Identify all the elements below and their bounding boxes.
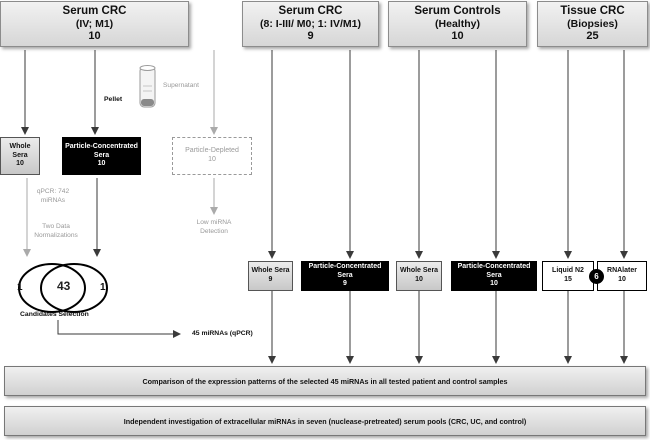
arrow-to-45-mirnas (57, 320, 181, 338)
qpcr-note: qPCR: 742 miRNAs (36, 188, 70, 204)
header-tissue-crc: Tissue CRC (Biopsies) 25 (537, 1, 648, 47)
box-count: 9 (268, 276, 273, 283)
header-title: Serum Controls (414, 4, 501, 17)
box-label: Particle-Concentrated Sera (308, 262, 382, 279)
header-subtitle: (IV; M1) (75, 18, 114, 31)
normalization-note: Two Data Normalizations (34, 223, 78, 239)
supernatant-label: Supernatant (163, 82, 199, 89)
box-count: 10 (97, 160, 106, 168)
box-count: 10 (208, 156, 216, 163)
box-label: RNAlater (607, 267, 637, 275)
box-label: Whole Sera (251, 267, 290, 275)
box-label: Particle-Concentrated Sera (457, 262, 531, 279)
rnalater-box: RNAlater 10 (597, 261, 647, 291)
comparison-bar: Comparison of the expression patterns of… (4, 366, 646, 396)
box-count: 9 (343, 280, 347, 288)
header-serum-crc-stage-iv: Serum CRC (IV; M1) 10 (0, 1, 189, 47)
particle-concentrated-sera-box: Particle-Concentrated Sera 10 (62, 137, 141, 175)
box-label: Whole Sera (399, 267, 439, 275)
candidates-selection-label: Candidates Selection (20, 311, 89, 318)
liquid-n2-box: Liquid N2 15 (542, 261, 594, 291)
box-label: Particle-Depleted (185, 147, 239, 155)
box-count: 15 (564, 276, 572, 283)
whole-sera-box: Whole Sera 10 (0, 137, 40, 175)
particle-concentrated-sera-box: Particle-Concentrated Sera 9 (301, 261, 389, 291)
header-title: Tissue CRC (560, 4, 625, 17)
result-45-mirnas-label: 45 miRNAs (qPCR) (192, 330, 253, 337)
box-count: 10 (16, 160, 24, 168)
header-subtitle: (Healthy) (435, 18, 480, 31)
header-count: 10 (88, 30, 101, 43)
box-count: 10 (490, 280, 498, 288)
header-count: 25 (586, 30, 599, 43)
whole-sera-box: Whole Sera 10 (396, 261, 442, 291)
particle-concentrated-sera-box: Particle-Concentrated Sera 10 (451, 261, 537, 291)
header-subtitle: (Biopsies) (567, 18, 618, 31)
box-count: 10 (415, 276, 423, 283)
box-label: Whole Sera (9, 142, 31, 159)
header-serum-crc-mixed: Serum CRC (8: I-III/ M0; 1: IV/M1) 9 (242, 1, 379, 47)
header-count: 9 (307, 30, 314, 43)
box-label: Particle-Concentrated Sera (65, 142, 138, 159)
header-serum-controls: Serum Controls (Healthy) 10 (388, 1, 527, 47)
header-title: Serum CRC (278, 4, 343, 17)
pellet-label: Pellet (104, 96, 123, 103)
investigation-bar: Independent investigation of extracellul… (4, 406, 646, 436)
box-count: 10 (618, 276, 626, 283)
venn-right-count: 1 (100, 282, 106, 293)
header-title: Serum CRC (62, 4, 127, 17)
candidates-venn-diagram (18, 263, 108, 313)
overlap-badge: 6 (589, 269, 604, 284)
venn-left-count: 1 (17, 282, 23, 293)
whole-sera-box: Whole Sera 9 (248, 261, 293, 291)
particle-depleted-box: Particle-Depleted 10 (172, 137, 252, 175)
venn-center-count: 43 (57, 279, 71, 293)
low-detection-note: Low miRNA Detection (196, 219, 232, 235)
centrifuge-tube-icon (139, 65, 156, 108)
box-label: Liquid N2 (552, 267, 584, 275)
header-subtitle: (8: I-III/ M0; 1: IV/M1) (260, 18, 361, 31)
header-count: 10 (451, 30, 464, 43)
